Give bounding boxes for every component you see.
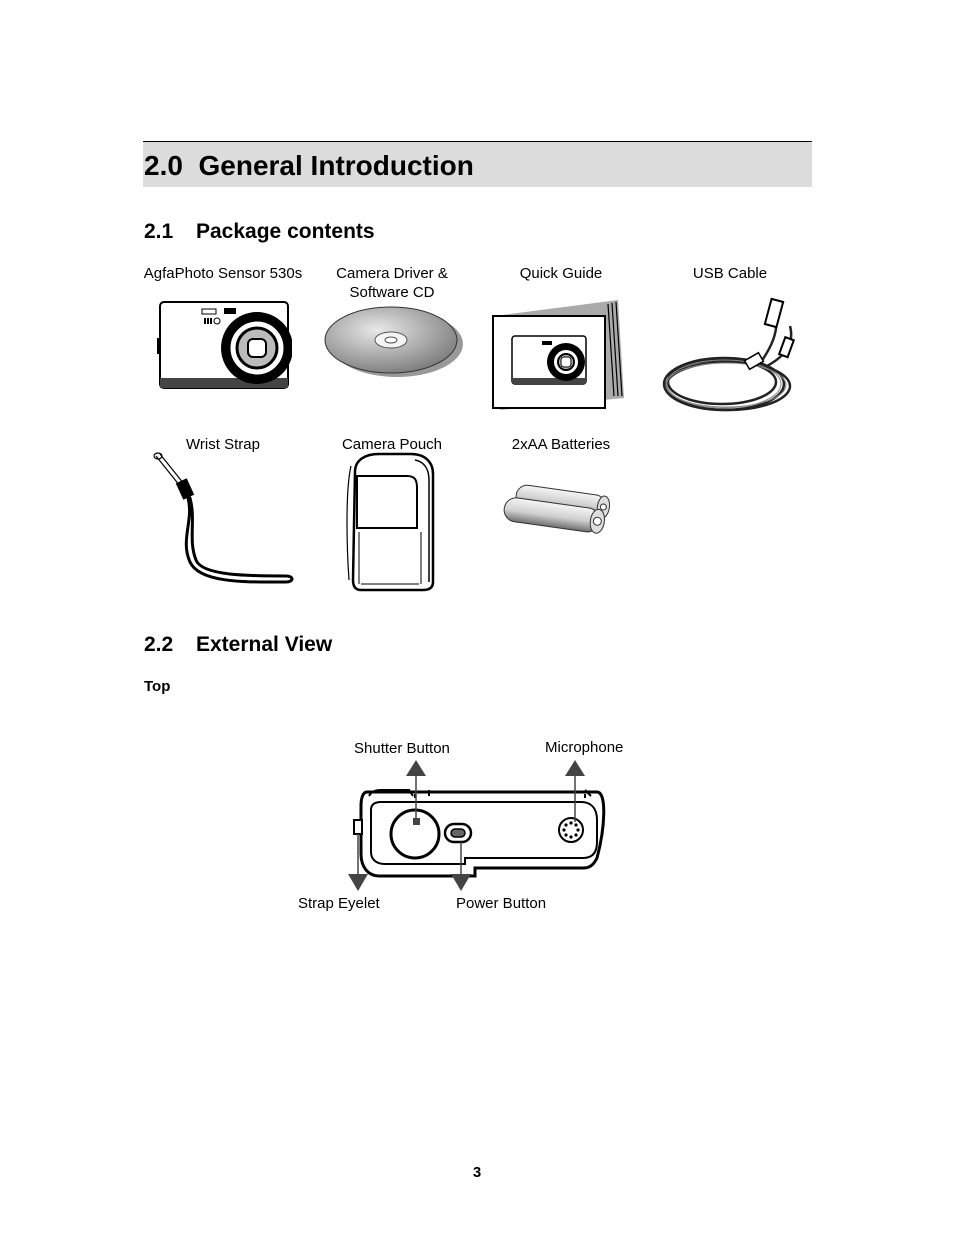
batteries-icon (500, 484, 624, 544)
camera-top-view-diagram (345, 758, 611, 898)
item-label-camera: AgfaPhoto Sensor 530s (143, 265, 303, 282)
item-label-wrist-strap: Wrist Strap (186, 436, 260, 453)
callout-power-button: Power Button (456, 895, 547, 912)
page-number: 3 (472, 1164, 482, 1181)
cd-icon (321, 300, 467, 380)
chapter-title: 2.0 General Introduction (144, 150, 474, 181)
item-label-usb-cable: USB Cable (692, 265, 768, 282)
callout-microphone: Microphone (545, 739, 624, 756)
chapter-heading-bar: 2.0 General Introduction (143, 141, 812, 187)
callout-strap-eyelet: Strap Eyelet (298, 895, 380, 912)
wrist-strap-icon (150, 450, 296, 586)
guide-icon (490, 298, 632, 414)
subheading-top: Top (144, 678, 171, 695)
item-label-batteries: 2xAA Batteries (511, 436, 611, 453)
item-label-cd: Camera Driver & Software CD (336, 265, 448, 301)
item-label-quick-guide: Quick Guide (519, 265, 603, 282)
pouch-icon (345, 452, 441, 592)
camera-icon (156, 300, 292, 392)
item-label-camera-pouch: Camera Pouch (341, 436, 443, 453)
callout-shutter-button: Shutter Button (354, 740, 450, 757)
usb-cable-icon (658, 296, 804, 420)
